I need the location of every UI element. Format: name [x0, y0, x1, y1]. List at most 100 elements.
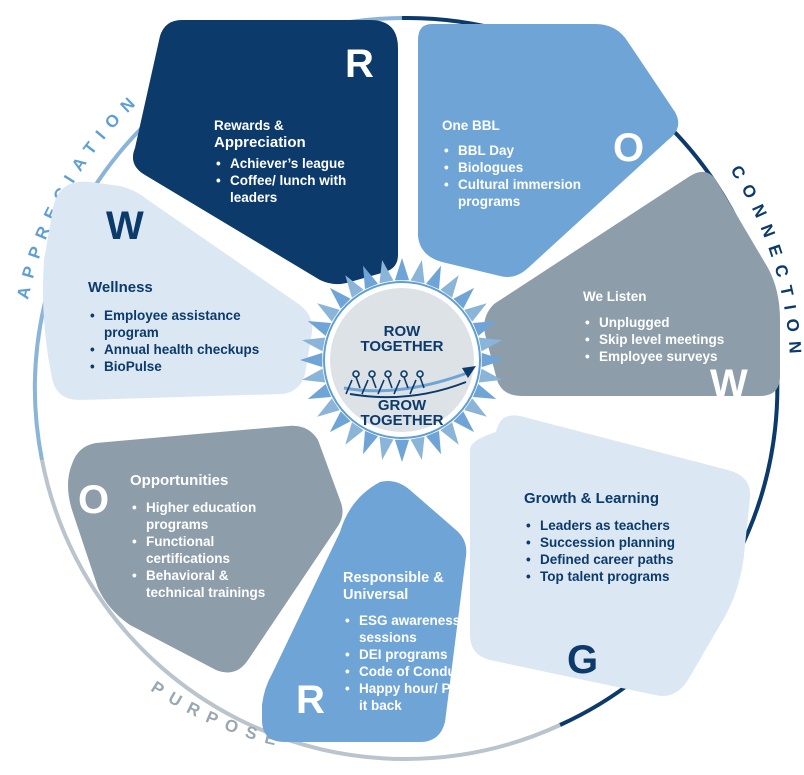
list-item: Leaders as teachers	[524, 517, 734, 534]
list-item: Employee surveys	[583, 348, 773, 365]
sunburst-ray	[317, 303, 340, 322]
growth-title-line-1: Growth & Learning	[524, 490, 659, 507]
sunburst-ray	[307, 321, 332, 336]
responsible-title: Responsible & Universal	[343, 570, 473, 604]
sunburst-ray	[329, 287, 351, 309]
rewards-title-line-2: Appreciation	[214, 134, 306, 151]
rewards-list: Achiever’s league Coffee/ lunch with lea…	[214, 155, 384, 206]
sunburst-ray	[394, 258, 410, 281]
we-listen-title: We Listen	[583, 288, 773, 305]
list-item: Achiever’s league	[214, 155, 384, 172]
segment-letter-o-left: O	[78, 478, 110, 522]
list-item: Biologues	[442, 159, 617, 176]
rewards-content: Rewards & Appreciation Achiever’s league…	[214, 117, 384, 206]
list-item: Code of Conduct	[343, 663, 473, 680]
list-item: Cultural immersion programs	[442, 176, 608, 210]
growth-title: Growth & Learning	[524, 490, 734, 507]
list-item: Unplugged	[583, 314, 773, 331]
opportunities-title: Opportunities	[130, 472, 280, 489]
we-listen-list: Unplugged Skip level meetings Employee s…	[583, 314, 773, 365]
sunburst-ray	[379, 436, 394, 460]
sunburst-ray	[426, 265, 441, 290]
segment-letter-o-right: O	[613, 126, 645, 170]
sunburst-ray	[472, 321, 497, 336]
growth-content: Growth & Learning Leaders as teachers Su…	[524, 490, 734, 585]
growth-list: Leaders as teachers Succession planning …	[524, 517, 734, 585]
sunburst-ray	[410, 260, 425, 284]
rewards-title: Rewards & Appreciation	[214, 117, 384, 151]
segment-rewards	[132, 20, 399, 285]
wellness-content: Wellness Employee assistance program Ann…	[88, 279, 278, 375]
sunburst-ray	[478, 337, 502, 352]
responsible-title-line-2: Universal	[343, 587, 409, 603]
center-line-row: ROW	[383, 323, 421, 340]
list-item: Employee assistance program	[88, 307, 278, 341]
sunburst-ray	[363, 430, 378, 455]
sunburst-ray	[329, 411, 351, 433]
sunburst-ray	[394, 439, 410, 462]
sunburst-border	[300, 258, 504, 462]
sunburst-ray	[410, 436, 425, 460]
we-listen-content: We Listen Unplugged Skip level meetings …	[583, 288, 773, 365]
segment-letter-r-top: R	[345, 42, 374, 86]
list-item: Top talent programs	[524, 568, 734, 585]
wellness-title: Wellness	[88, 279, 278, 296]
list-item: Higher education programs	[130, 499, 280, 533]
segment-letter-g: G	[567, 638, 599, 682]
list-item: BBL Day	[442, 142, 617, 159]
center-medallion	[300, 258, 504, 462]
responsible-list: ESG awareness sessions DEI programs Code…	[343, 612, 473, 714]
opportunities-list: Higher education programs Functional cer…	[130, 499, 280, 601]
sunburst-ray	[453, 287, 475, 309]
sunburst-ray	[481, 352, 504, 368]
list-item: Skip level meetings	[583, 331, 773, 348]
list-item: ESG awareness sessions	[343, 612, 473, 646]
sunburst-ray	[317, 398, 340, 417]
we-listen-title-line-1: We Listen	[583, 289, 647, 304]
sunburst-ray	[478, 368, 502, 383]
segment-letter-w-right: W	[710, 362, 748, 406]
center-title-top: ROW TOGETHER	[352, 324, 452, 354]
one-bbl-content: One BBL BBL Day Biologues Cultural immer…	[442, 117, 617, 210]
sunburst-ray	[345, 422, 364, 445]
sunburst-ray	[464, 303, 487, 322]
sunburst-ray	[345, 275, 364, 298]
sunburst-ray	[363, 265, 378, 290]
rowing-team-arrow-icon	[343, 366, 476, 399]
sunburst-ray	[300, 352, 323, 368]
list-item: Behavioral & technical trainings	[130, 567, 280, 601]
list-item: Functional certifications	[130, 533, 280, 567]
sunburst-ray	[302, 337, 326, 352]
sunburst-ray	[440, 422, 459, 445]
segment-letter-r-bottom: R	[296, 678, 325, 722]
list-item: Annual health checkups	[88, 341, 278, 358]
center-line-together-2: TOGETHER	[360, 412, 444, 429]
sunburst-ray	[464, 398, 487, 417]
list-item: Defined career paths	[524, 551, 734, 568]
responsible-title-line-1: Responsible &	[343, 570, 444, 586]
sunburst-ray	[472, 384, 497, 399]
opportunities-content: Opportunities Higher education programs …	[130, 472, 280, 601]
sunburst-ray	[302, 368, 326, 383]
one-bbl-title: One BBL	[442, 117, 617, 134]
list-item: Happy hour/ Pay it back	[343, 680, 473, 714]
list-item: DEI programs	[343, 646, 473, 663]
sunburst-ray	[307, 384, 332, 399]
center-line-together-1: TOGETHER	[360, 338, 444, 355]
list-item: Succession planning	[524, 534, 734, 551]
list-item: BioPulse	[88, 358, 278, 375]
center-line-grow: GROW	[377, 397, 427, 414]
sunburst-ray	[453, 411, 475, 433]
list-item: Coffee/ lunch with leaders	[214, 172, 384, 206]
sunburst-ray	[440, 275, 459, 298]
center-title-bottom: GROW TOGETHER	[352, 398, 452, 428]
wellness-list: Employee assistance program Annual healt…	[88, 307, 278, 375]
one-bbl-list: BBL Day Biologues Cultural immersion pro…	[442, 142, 617, 210]
opportunities-title-line-1: Opportunities	[130, 472, 229, 489]
outer-ring-purpose	[40, 459, 561, 761]
sunburst-ray	[379, 260, 394, 284]
rewards-title-line-1: Rewards &	[214, 118, 284, 133]
responsible-content: Responsible & Universal ESG awareness se…	[343, 570, 473, 714]
one-bbl-title-line-1: One BBL	[442, 118, 500, 133]
sunburst-ray	[426, 430, 441, 455]
